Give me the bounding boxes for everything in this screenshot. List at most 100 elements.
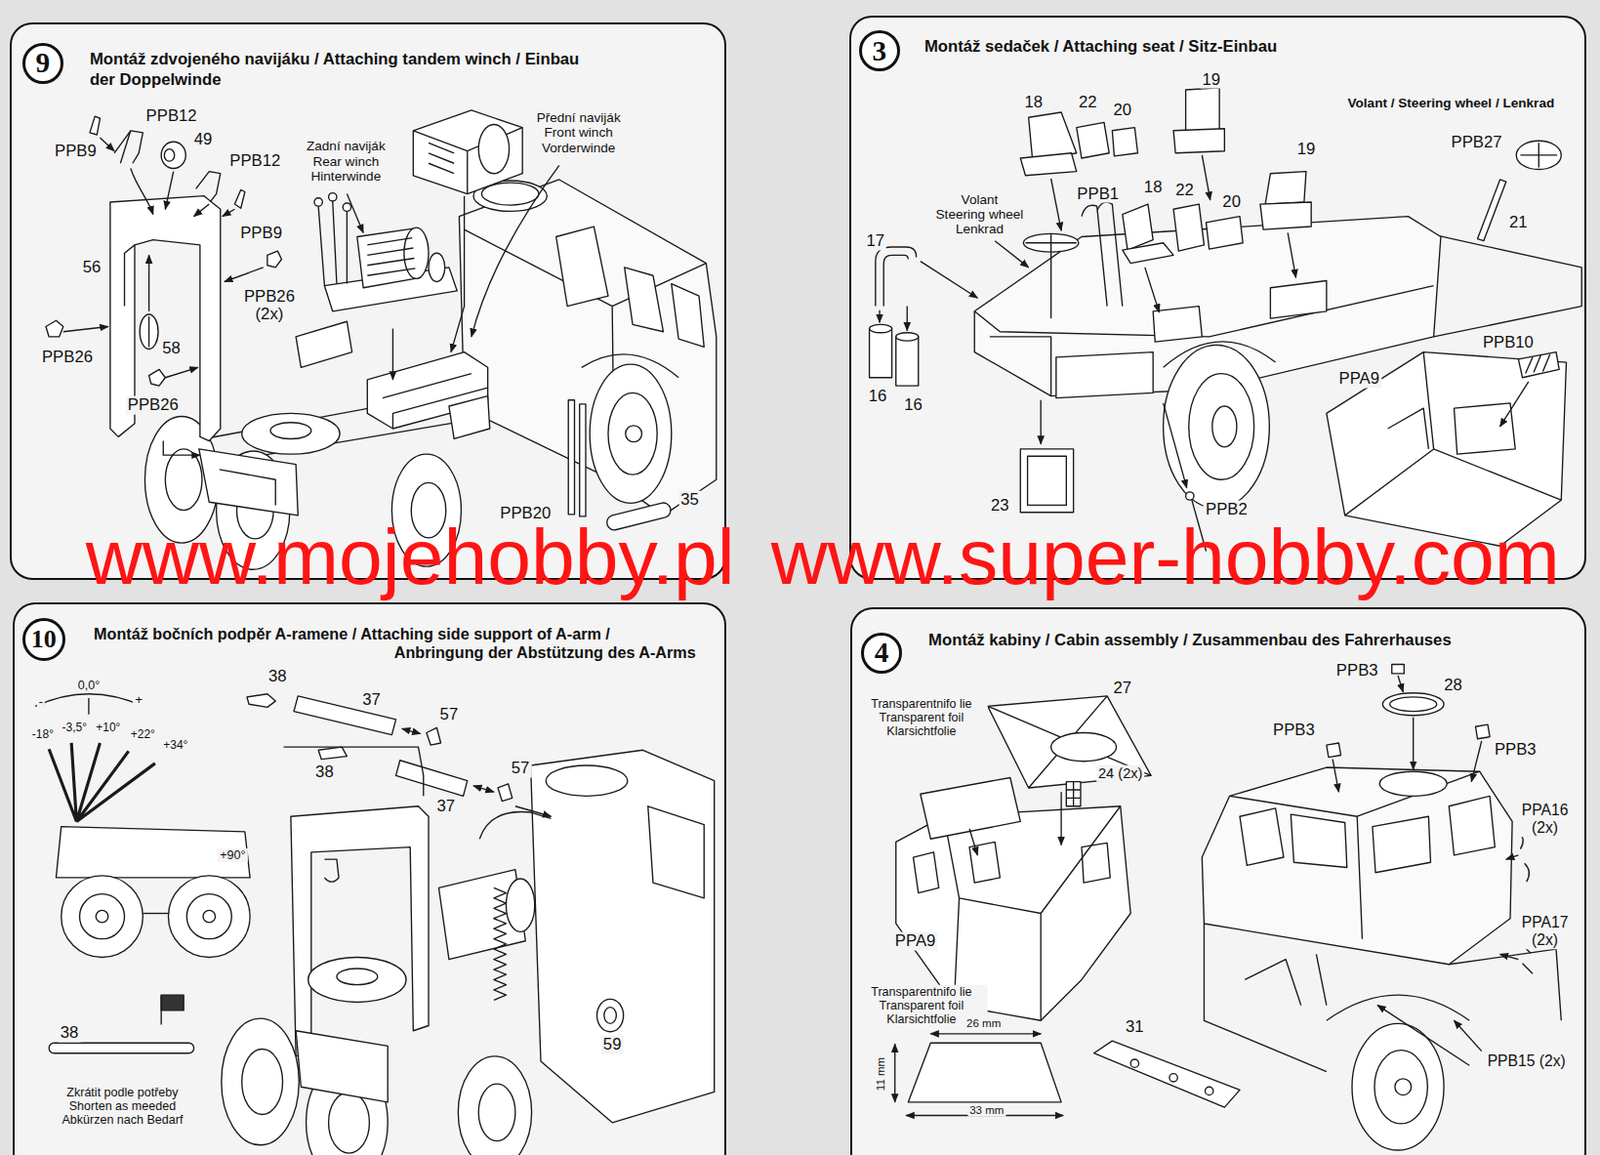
seat-step-drawing-part (1040, 400, 1042, 445)
a-arm-step-drawing-part (295, 1030, 388, 1103)
cabin-step-drawing-part (1374, 1050, 1428, 1124)
part-number: PPA9 (893, 931, 938, 950)
part-number: 20 (1111, 100, 1135, 120)
seat-step-drawing-part (896, 336, 919, 386)
cabin-step-drawing-part (1066, 781, 1081, 807)
winch-step-drawing-part (367, 238, 415, 277)
cabin-step-drawing-part (1379, 771, 1447, 796)
seat-step-drawing-part (1186, 492, 1194, 500)
seat-step-drawing-part (1025, 233, 1077, 252)
angle-mark: +10° (93, 722, 123, 737)
part-number: 59 (601, 1035, 624, 1055)
cabin-step-drawing-part (1326, 742, 1342, 758)
a-arm-step-drawing-part (221, 1018, 299, 1146)
winch-step-drawing-part (671, 284, 704, 348)
angle-mark: -18° (30, 728, 56, 742)
watermark: www.super-hobby.com (771, 516, 1560, 595)
cabin-step-drawing-part (1372, 816, 1432, 872)
cabin-step-drawing-part (1201, 767, 1513, 965)
cabin-step-drawing-part (1475, 724, 1490, 739)
part-number: PPB26 (40, 347, 95, 367)
part-number: PPB10 (1480, 333, 1536, 353)
angle-mark: +90° (217, 848, 247, 862)
a-arm-step-drawing-part (497, 783, 513, 802)
winch-step-drawing-part (608, 392, 657, 475)
winch-step-drawing-part (267, 250, 283, 268)
seat-step-drawing-part (1270, 280, 1326, 319)
seat-step-drawing-part (974, 286, 1434, 337)
callout-note: Transparentnifo lie Transparent foil Kla… (856, 697, 988, 739)
angle-mark: +22° (128, 728, 158, 742)
angle-mark: -3,5° (60, 722, 90, 737)
cabin-step-drawing-part (987, 696, 1151, 788)
cabin-step-drawing (895, 663, 1562, 1150)
winch-step-drawing-part (219, 469, 276, 506)
part-number: 31 (1123, 1017, 1147, 1036)
seat-step-drawing-part (1500, 381, 1529, 427)
seat-step-drawing-part (1163, 403, 1188, 489)
panel-ground (9, 15, 1587, 1155)
winch-step-drawing-part (164, 171, 173, 210)
winch-step-drawing-part (412, 110, 523, 195)
cabin-step-drawing-part (1230, 771, 1480, 939)
seat-step-drawing-part (1020, 449, 1073, 513)
seat-step-drawing-part (1020, 153, 1076, 176)
cabin-step-drawing-part (1239, 808, 1284, 866)
part-number: 58 (160, 339, 183, 359)
seat-step-drawing-part (1122, 243, 1174, 264)
a-arm-step-drawing-part (328, 1091, 370, 1153)
part-number: PPA16 (2x) (1515, 802, 1574, 837)
winch-step-drawing-part (270, 422, 312, 440)
part-number: PPB3 (1334, 660, 1381, 680)
part-number: 16 (902, 396, 925, 415)
a-arm-step-drawing-part (493, 887, 507, 1000)
part-number: 38 (58, 1023, 82, 1042)
cabin-step-drawing-part (1051, 733, 1117, 762)
a-arm-step-drawing-part (186, 894, 232, 940)
a-arm-step-drawing-part (284, 746, 424, 796)
cabin-step-drawing-part (1244, 953, 1327, 1005)
step-number: 4 (874, 638, 890, 667)
seat-step-drawing-part (1189, 373, 1255, 481)
a-arm-step-drawing-part (479, 812, 551, 840)
cabin-step-drawing-part (1352, 1023, 1444, 1150)
a-arm-step-drawing-part (596, 998, 623, 1031)
panel-ground-part (850, 607, 1588, 1155)
part-number: 19 (1295, 139, 1318, 159)
a-arm-step-drawing (36, 694, 715, 1155)
seat-step-drawing-part (1051, 178, 1062, 231)
winch-step-drawing-part (199, 449, 298, 516)
winch-step-drawing-part (63, 326, 109, 331)
part-number: PPB1 (1074, 184, 1121, 204)
cabin-step-drawing-part (1506, 855, 1519, 860)
step-heading: Montáž kabiny / Cabin assembly / Zusamme… (928, 630, 1582, 651)
winch-step-drawing-part (148, 254, 150, 311)
winch-step-drawing (45, 110, 717, 570)
part-number: 38 (266, 667, 289, 687)
part-number: 49 (192, 130, 215, 150)
a-arm-step-drawing-part (242, 1049, 284, 1115)
cabin-step-drawing-part (1454, 1020, 1482, 1051)
winch-step-drawing-part (471, 164, 560, 337)
cabin-step-drawing-part (1500, 953, 1519, 959)
part-number: 57 (509, 759, 533, 779)
callout-note: Zadní naviják Rear winch Hinterwinde (296, 138, 395, 184)
step-number-circle: 4 (861, 632, 903, 674)
winch-step-drawing-part (428, 252, 446, 282)
step-number-circle: 10 (22, 617, 66, 661)
seat-step-drawing-part (1056, 352, 1153, 399)
seat-step-drawing-part (906, 306, 908, 331)
a-arm-step-drawing-part (87, 697, 89, 715)
a-arm-step-drawing-part (142, 912, 168, 914)
seat-step-drawing-part (1145, 267, 1160, 313)
winch-step-drawing-part (164, 149, 174, 163)
cabin-step-drawing-part (1448, 795, 1495, 856)
seat-step-drawing-part (994, 241, 1028, 268)
winch-step-drawing-part (449, 396, 491, 440)
seat-step-drawing-part (896, 332, 919, 341)
seat-step-drawing-part (1111, 127, 1138, 157)
a-arm-step-drawing-part (515, 806, 552, 817)
part-number: 37 (434, 796, 457, 816)
a-arm-step-drawing-part (545, 765, 628, 796)
cabin-step-drawing-part (1412, 717, 1414, 770)
